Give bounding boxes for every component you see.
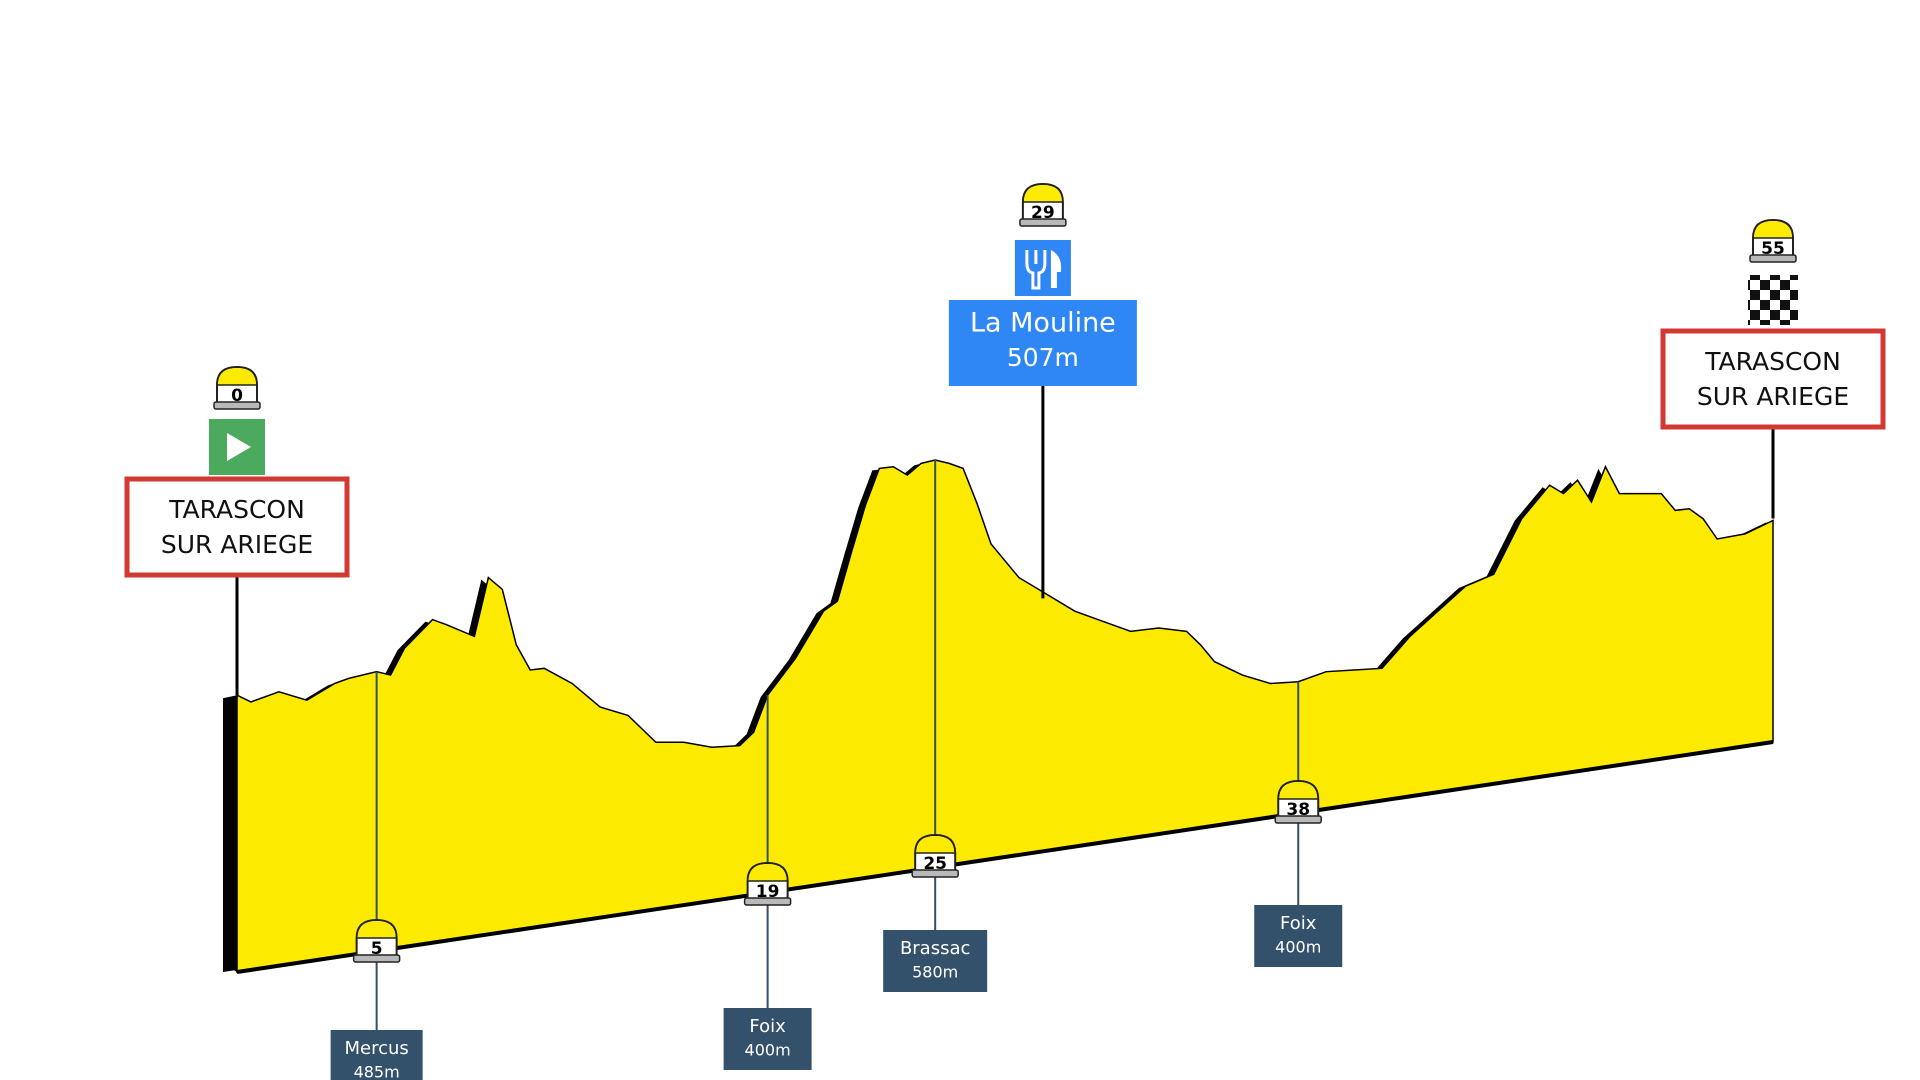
- km-marker-base: [1749, 254, 1797, 263]
- km-marker-base: [213, 401, 261, 410]
- play-icon: [227, 433, 251, 461]
- waypoint-name: Foix: [749, 1016, 786, 1037]
- waypoint-2: Brassac 580m: [883, 930, 988, 992]
- km-marker-label: 38: [1286, 800, 1310, 820]
- finish-city-sign: TARASCON SUR ARIEGE: [1660, 328, 1886, 430]
- city-name-line2: SUR ARIEGE: [1697, 382, 1849, 411]
- fork-shape: [1025, 250, 1047, 290]
- km-marker-base: [352, 954, 401, 963]
- waypoint-3: Foix 400m: [1254, 905, 1343, 967]
- km-marker-25: 25: [911, 833, 959, 878]
- waypoint-0: Mercus 485m: [330, 1030, 423, 1080]
- km-marker-label: 29: [1031, 203, 1055, 223]
- waypoint-box: [883, 930, 988, 992]
- feed-zone-name: La Mouline: [970, 308, 1116, 339]
- waypoint-name: Brassac: [900, 938, 970, 959]
- km-marker-29: 29: [1019, 182, 1067, 227]
- waypoint-name: Foix: [1280, 913, 1317, 934]
- waypoint-1: Foix 400m: [723, 1008, 812, 1070]
- km-marker-label: 25: [923, 854, 947, 874]
- km-marker-cap: [1023, 185, 1062, 202]
- city-sign-box: [124, 476, 350, 578]
- waypoint-name: Mercus: [344, 1038, 408, 1059]
- checkered-flag-icon: [1748, 275, 1798, 325]
- waypoint-elevation: 485m: [354, 1063, 400, 1080]
- waypoint-elevation: 400m: [745, 1041, 791, 1060]
- km-marker-cap: [218, 368, 256, 385]
- waypoint-elevation: 580m: [912, 963, 958, 982]
- km-marker-label: 19: [756, 882, 780, 902]
- km-marker-19: 19: [743, 861, 792, 906]
- km-marker-cap: [1279, 782, 1318, 799]
- feed-zone-box: [948, 300, 1137, 386]
- km-marker-label: 5: [371, 939, 383, 959]
- km-marker-label: 0: [231, 386, 243, 406]
- profile-side-wall: [223, 695, 237, 972]
- km-marker-cap: [1754, 221, 1792, 238]
- knife-shape: [1050, 250, 1062, 288]
- km-marker-cap: [748, 864, 787, 881]
- km-marker-base: [911, 869, 959, 878]
- km-marker-55: 55: [1749, 218, 1797, 263]
- start-play-badge: [209, 419, 265, 475]
- km-marker-5: 5: [352, 918, 401, 963]
- profile-base-edge: [236, 740, 1774, 974]
- feed-zone-sign: La Mouline 507m: [948, 300, 1137, 386]
- km-marker-cap: [916, 836, 955, 853]
- waypoint-elevation: 400m: [1275, 938, 1321, 957]
- start-city-sign: TARASCON SUR ARIEGE: [124, 476, 350, 578]
- km-marker-base: [743, 897, 792, 906]
- profile-area: [236, 459, 1774, 973]
- city-name-line1: TARASCON: [1704, 347, 1841, 376]
- fork-knife-icon: [1014, 240, 1071, 296]
- km-marker-cap: [357, 921, 396, 938]
- km-marker-0: 0: [213, 365, 261, 410]
- km-marker-label: 55: [1761, 239, 1785, 259]
- waypoint-box: [1254, 905, 1343, 967]
- km-marker-base: [1274, 815, 1322, 824]
- km-marker-38: 38: [1274, 779, 1322, 824]
- feed-zone-elevation: 507m: [1007, 343, 1079, 372]
- km-marker-base: [1019, 218, 1067, 227]
- city-name-line2: SUR ARIEGE: [161, 530, 313, 559]
- city-name-line1: TARASCON: [168, 495, 305, 524]
- city-sign-box: [1660, 328, 1886, 430]
- waypoint-box: [723, 1008, 812, 1070]
- waypoint-box: [330, 1030, 423, 1080]
